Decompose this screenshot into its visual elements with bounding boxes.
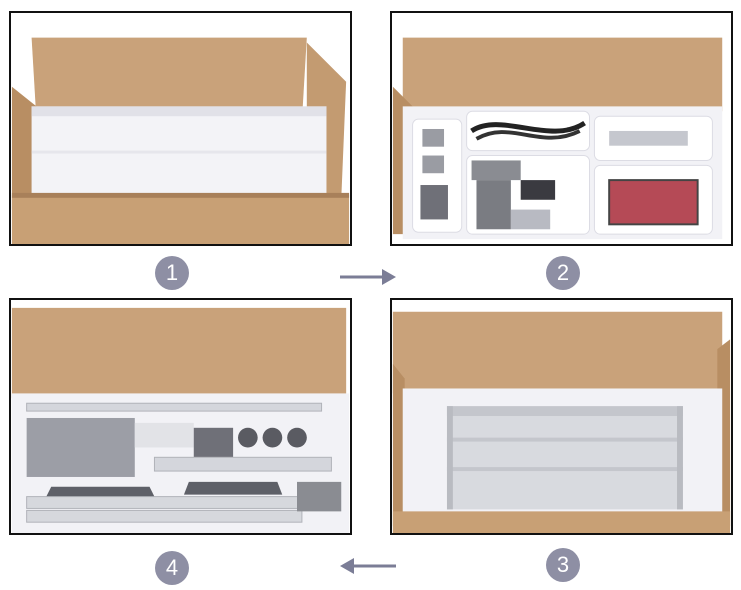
box-with-parts-illustration (392, 13, 731, 244)
step-badge-3: 3 (546, 548, 580, 582)
box-with-rails-illustration (11, 300, 350, 533)
step-1-image (9, 11, 352, 246)
box-with-foam-illustration (11, 13, 350, 244)
step-2-image (390, 11, 733, 246)
step-badge-1: 1 (155, 256, 189, 290)
arrow-right-icon (340, 269, 396, 285)
box-with-plate-illustration (392, 300, 731, 533)
step-4-image (9, 298, 352, 535)
arrow-left-icon (340, 558, 396, 574)
step-3-image (390, 298, 733, 535)
step-badge-2: 2 (546, 256, 580, 290)
step-badge-4: 4 (155, 551, 189, 585)
